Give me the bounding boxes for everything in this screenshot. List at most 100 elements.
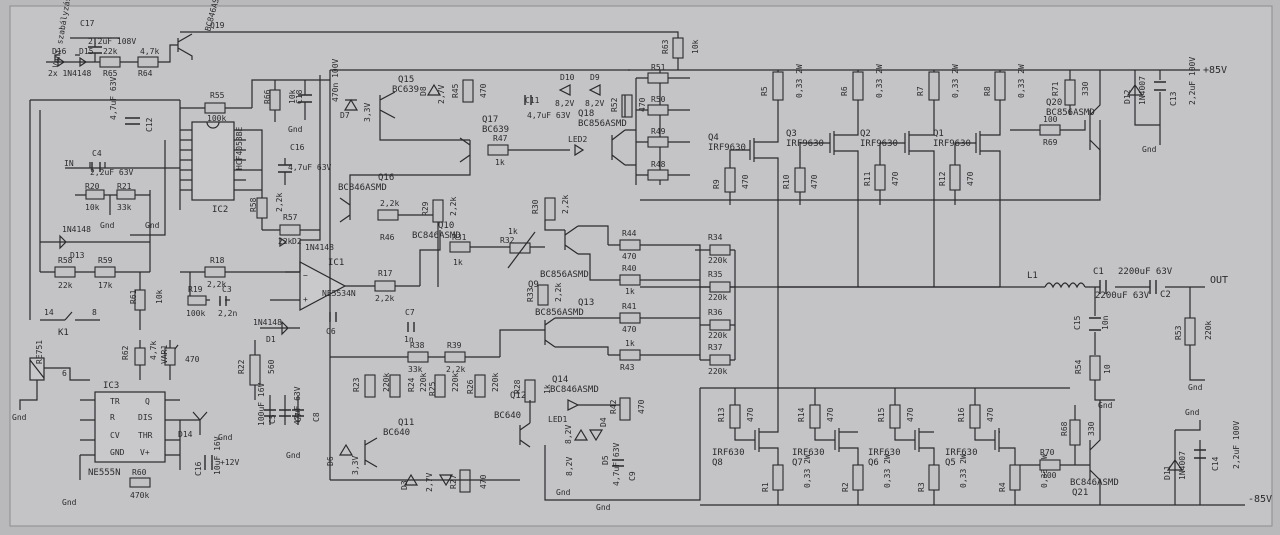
svg-text:C13: C13	[1169, 91, 1178, 106]
svg-text:D8: D8	[419, 86, 428, 96]
svg-text:D14: D14	[178, 430, 193, 439]
svg-text:10k: 10k	[691, 39, 700, 54]
svg-text:10k: 10k	[85, 203, 100, 212]
svg-text:R14: R14	[797, 407, 806, 422]
svg-text:470: 470	[746, 407, 755, 422]
svg-text:BC856ASMD: BC856ASMD	[540, 270, 589, 280]
svg-text:R59: R59	[98, 256, 113, 265]
capacitor-c16b: C16 10uF 16V +12V Gnd	[194, 433, 239, 476]
svg-text:330: 330	[1087, 421, 1096, 436]
svg-text:IRF9630: IRF9630	[933, 139, 971, 149]
svg-text:LED1: LED1	[548, 415, 567, 424]
svg-text:560: 560	[267, 359, 276, 374]
svg-text:Q6: Q6	[868, 458, 879, 468]
svg-text:L1: L1	[1027, 271, 1038, 281]
resistor-r58-top: R58 2,2k	[249, 190, 284, 230]
svg-text:HCF4053BE: HCF4053BE	[235, 126, 244, 170]
svg-text:100k: 100k	[186, 309, 205, 318]
svg-text:R8: R8	[983, 86, 992, 96]
svg-text:1N4148: 1N4148	[62, 225, 91, 234]
svg-text:R46: R46	[380, 233, 395, 242]
svg-text:RE751: RE751	[35, 340, 44, 364]
svg-text:BC856ASMD: BC856ASMD	[578, 119, 627, 129]
svg-text:2,7V: 2,7V	[437, 85, 446, 104]
svg-text:470: 470	[479, 83, 488, 98]
svg-text:470: 470	[906, 407, 915, 422]
q21-protection: R70 100 R68 330 BC846ASMD Q21	[1020, 400, 1119, 505]
svg-text:1k: 1k	[508, 227, 518, 236]
svg-text:4,7uF 63V: 4,7uF 63V	[527, 111, 571, 120]
negative-rail: -85V	[700, 494, 1272, 506]
svg-text:R38: R38	[410, 341, 425, 350]
svg-text:470: 470	[185, 355, 200, 364]
svg-text:VAR1: VAR1	[160, 345, 169, 364]
svg-text:Q13: Q13	[578, 298, 594, 308]
svg-text:D15: D15	[79, 47, 94, 56]
svg-text:R32: R32	[500, 236, 515, 245]
svg-text:R44: R44	[622, 229, 637, 238]
svg-text:8,2V: 8,2V	[585, 99, 604, 108]
svg-text:C5: C5	[268, 414, 277, 424]
svg-text:BC640: BC640	[383, 428, 410, 438]
svg-text:R50: R50	[651, 95, 666, 104]
svg-text:R34: R34	[708, 233, 723, 242]
svg-text:Q5: Q5	[945, 458, 956, 468]
resistor-r17: R17 2,2k	[368, 269, 420, 303]
capacitor-c16: C16 4,7uF 63V	[278, 143, 332, 185]
svg-text:D13: D13	[70, 251, 85, 260]
svg-text:GND: GND	[110, 448, 125, 457]
svg-text:Q2: Q2	[860, 129, 871, 139]
svg-text:2200uF 63V: 2200uF 63V	[1118, 267, 1173, 277]
resistor-r55: R55 100k	[180, 91, 252, 123]
svg-text:Q17: Q17	[482, 115, 498, 125]
svg-text:C8: C8	[312, 412, 321, 422]
svg-text:LED2: LED2	[568, 135, 587, 144]
svg-text:6: 6	[62, 369, 67, 378]
svg-text:R12: R12	[938, 171, 947, 186]
svg-text:220k: 220k	[419, 373, 428, 392]
fan-control-input: Vent szabályzás D16 D15 2x 1N4148 22k R6…	[46, 0, 225, 78]
svg-text:470k: 470k	[130, 491, 149, 500]
svg-text:220k: 220k	[708, 256, 727, 265]
svg-text:R51: R51	[651, 63, 666, 72]
svg-text:R25: R25	[428, 381, 437, 396]
svg-text:IRF9630: IRF9630	[860, 139, 898, 149]
svg-text:R39: R39	[447, 341, 462, 350]
svg-text:C14: C14	[1211, 456, 1220, 471]
svg-text:0,33 2W: 0,33 2W	[795, 64, 804, 98]
svg-text:1n: 1n	[404, 335, 414, 344]
svg-text:R68: R68	[1060, 421, 1069, 436]
svg-text:R52: R52	[610, 97, 619, 112]
svg-text:D11: D11	[1163, 465, 1172, 480]
svg-text:R23: R23	[352, 377, 361, 392]
svg-text:R55: R55	[210, 91, 225, 100]
svg-text:100k: 100k	[207, 114, 226, 123]
svg-text:C18: C18	[295, 89, 304, 104]
svg-text:470: 470	[638, 97, 647, 112]
svg-text:BC639: BC639	[392, 85, 419, 95]
svg-text:R62: R62	[121, 345, 130, 360]
svg-text:2,2k: 2,2k	[449, 197, 458, 216]
diode-d14: D14	[178, 411, 208, 439]
diode-d13: 1N4148 D13	[40, 225, 150, 260]
svg-text:2,2n: 2,2n	[218, 309, 237, 318]
svg-text:R1: R1	[761, 482, 770, 492]
svg-text:K1: K1	[58, 328, 69, 338]
ic1-ne5534: − + IC1 NE5534N C6	[270, 258, 368, 336]
svg-text:IC3: IC3	[103, 381, 119, 391]
svg-text:R69: R69	[1043, 138, 1058, 147]
svg-text:BC640: BC640	[494, 411, 521, 421]
svg-text:R10: R10	[782, 174, 791, 189]
svg-text:IRF630: IRF630	[945, 448, 978, 458]
svg-text:R7: R7	[916, 86, 925, 96]
svg-text:R35: R35	[708, 270, 723, 279]
svg-text:R29: R29	[421, 201, 430, 216]
svg-text:1N4148: 1N4148	[253, 318, 282, 327]
svg-text:D1: D1	[266, 335, 276, 344]
svg-text:2,2k: 2,2k	[275, 193, 284, 212]
svg-text:220k: 220k	[708, 293, 727, 302]
svg-text:R18: R18	[210, 256, 225, 265]
svg-text:8,2V: 8,2V	[565, 457, 574, 476]
svg-text:0,33 2W: 0,33 2W	[1040, 454, 1049, 488]
